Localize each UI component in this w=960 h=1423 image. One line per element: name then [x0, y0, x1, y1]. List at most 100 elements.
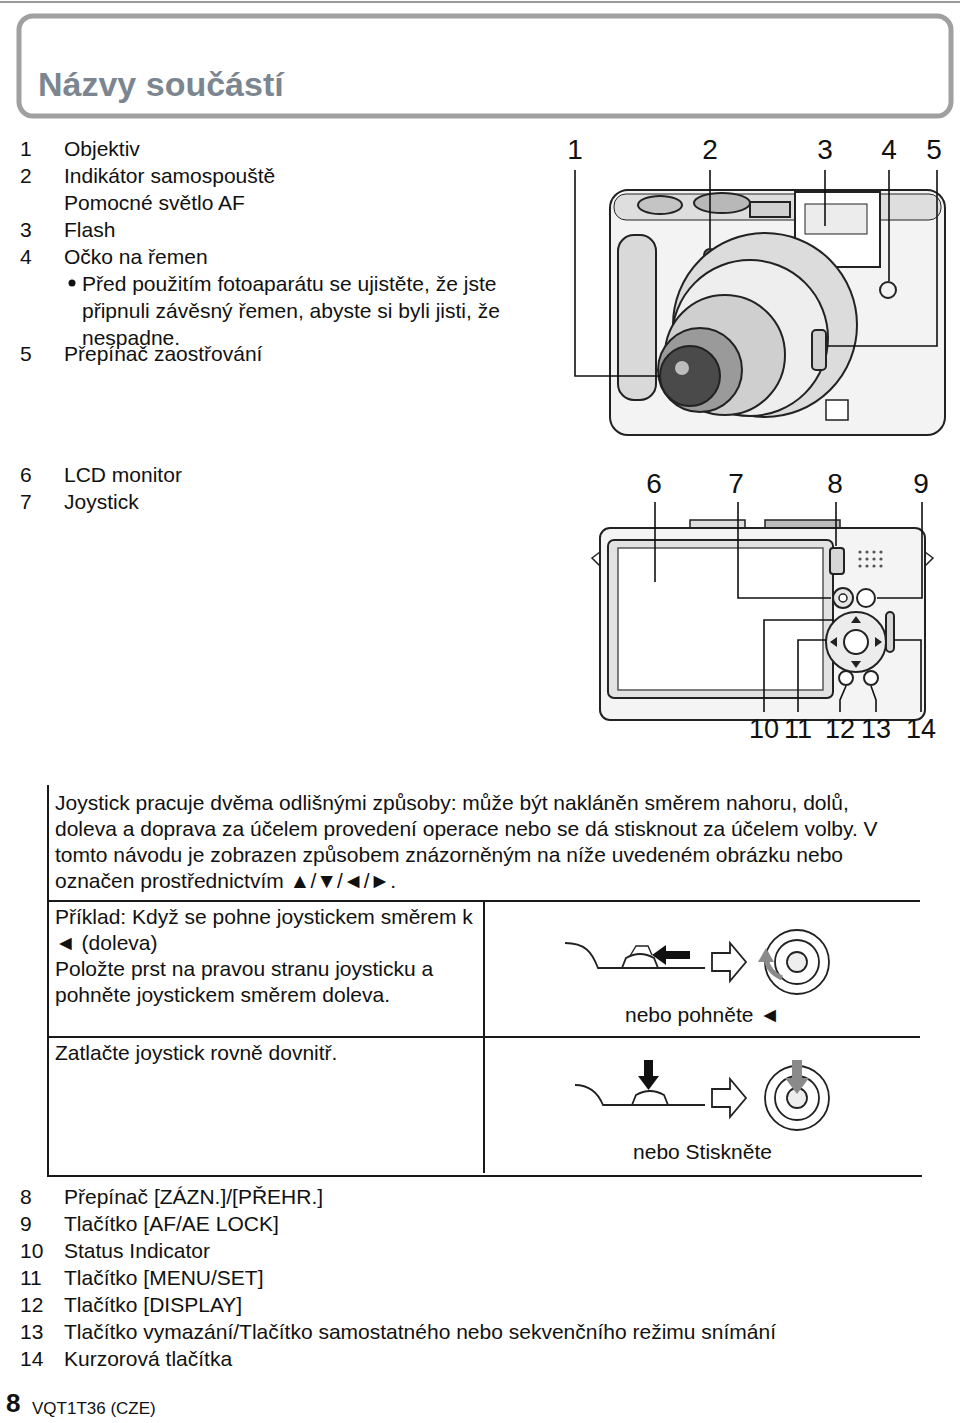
list-number: 5 [20, 341, 32, 367]
list-text: Indikátor samospouště [64, 163, 275, 189]
camera-back-illustration [872, 564, 875, 567]
camera-front-illustration [610, 190, 945, 435]
camera-back-illustration [858, 550, 882, 567]
list-number: 11 [20, 1265, 42, 1291]
camera-front-illustration [880, 282, 896, 298]
list-number: 9 [20, 1211, 32, 1237]
callout-number: 2 [702, 137, 718, 163]
header-frame [0, 1, 960, 3]
camera-back-illustration [872, 557, 875, 560]
list-number: 10 [20, 1238, 43, 1264]
camera-back-illustration [858, 564, 861, 567]
list-text: Pomocné světlo AF [64, 190, 245, 216]
joystick-tilt-illustration [565, 943, 705, 968]
box-text: Položte prst na pravou stranu joysticku … [49, 956, 483, 1008]
list-text: Status Indicator [64, 1238, 210, 1264]
list-number: 4 [20, 244, 32, 270]
joystick-press-illustration [785, 1078, 809, 1094]
camera-front-illustration [675, 361, 689, 375]
header-frame [0, 2, 960, 116]
page-number: 8 [6, 1390, 20, 1416]
list-number: 6 [20, 462, 32, 488]
leader-line [877, 502, 922, 598]
leader-line [575, 170, 660, 376]
camera-back-illustration [618, 548, 823, 690]
callout-number: 3 [817, 137, 833, 163]
list-number: 2 [20, 163, 32, 189]
camera-back-illustration [830, 616, 882, 668]
joystick-tilt-illustration [787, 952, 807, 972]
callout-number: 4 [881, 137, 897, 163]
callout-number: 10 [749, 716, 779, 742]
callout-number: 11 [784, 716, 812, 742]
camera-back-illustration [851, 661, 861, 668]
camera-back-illustration [858, 557, 861, 560]
table-cell: nebo Stiskněte [485, 1036, 920, 1173]
leader-line [871, 686, 876, 712]
leader-line [798, 640, 826, 712]
leader-line [764, 620, 834, 712]
joystick-press-illustration [638, 1076, 659, 1090]
joystick-tilt-illustration [565, 930, 829, 994]
joystick-tilt-illustration [758, 948, 774, 962]
box-text: Příklad: Když se pohne joystickem směrem… [49, 902, 483, 956]
joystick-tilt-illustration [630, 946, 652, 956]
joystick-press-illustration [575, 1085, 705, 1105]
camera-back-illustration [865, 550, 868, 553]
box-text: Zatlačte joystick rovně dovnitř. [49, 1038, 483, 1066]
list-number: 13 [20, 1319, 43, 1345]
camera-back-illustration [600, 528, 925, 720]
joystick-tilt-illustration [712, 943, 746, 981]
list-text: Očko na řemen [64, 244, 208, 270]
camera-back-illustration [879, 564, 882, 567]
list-text: Tlačítko [MENU/SET] [64, 1265, 264, 1291]
callout-number: 1 [567, 137, 583, 163]
camera-back-illustration [857, 589, 875, 607]
joystick-press-illustration [575, 1060, 829, 1130]
leader-line [894, 640, 921, 712]
camera-back-illustration [608, 540, 833, 698]
list-text: Flash [64, 217, 115, 243]
list-text: Kurzorová tlačítka [64, 1346, 232, 1372]
camera-back-illustration [872, 550, 875, 553]
list-number: 3 [20, 217, 32, 243]
camera-back-illustration [865, 557, 868, 560]
joystick-press-illustration [632, 1091, 668, 1105]
camera-back-illustration [833, 588, 853, 608]
leader-line [709, 170, 711, 248]
joystick-press-illustration [712, 1079, 746, 1117]
camera-back-illustration [875, 637, 882, 647]
list-number: 14 [20, 1346, 43, 1372]
camera-back-illustration [592, 520, 933, 720]
list-text: Objektiv [64, 136, 140, 162]
leader-line [655, 502, 922, 712]
header-frame [19, 16, 951, 116]
camera-front-illustration [610, 190, 945, 435]
list-number: 12 [20, 1292, 43, 1318]
joystick-tilt-illustration [652, 945, 666, 965]
list-number: 7 [20, 489, 32, 515]
callout-number: 6 [646, 471, 662, 497]
joystick-tilt-illustration [664, 951, 690, 959]
leader-line [575, 170, 937, 376]
camera-back-illustration [886, 612, 894, 652]
list-text: Přepínač zaostřování [64, 341, 262, 367]
table-cell: Příklad: Když se pohne joystickem směrem… [49, 900, 485, 1036]
camera-front-illustration [660, 346, 720, 406]
camera-back-illustration [865, 564, 868, 567]
list-text: Přepínač [ZÁZN.]/[PŘEHR.] [64, 1184, 323, 1210]
camera-back-illustration [830, 637, 837, 647]
camera-back-illustration [858, 550, 861, 553]
joystick-tilt-illustration [622, 954, 658, 968]
camera-back-illustration [844, 630, 868, 654]
callout-number: 9 [913, 471, 929, 497]
camera-back-illustration [839, 594, 847, 602]
list-text: Tlačítko [AF/AE LOCK] [64, 1211, 279, 1237]
table-cell: Zatlačte joystick rovně dovnitř. [49, 1036, 485, 1173]
bullet-note: Před použitím fotoaparátu se ujistěte, ž… [82, 270, 502, 351]
camera-front-illustration [826, 400, 848, 420]
camera-back-illustration [925, 552, 933, 566]
camera-front-illustration [638, 196, 682, 214]
table-cell: nebo pohněte ◄ [485, 900, 920, 1036]
